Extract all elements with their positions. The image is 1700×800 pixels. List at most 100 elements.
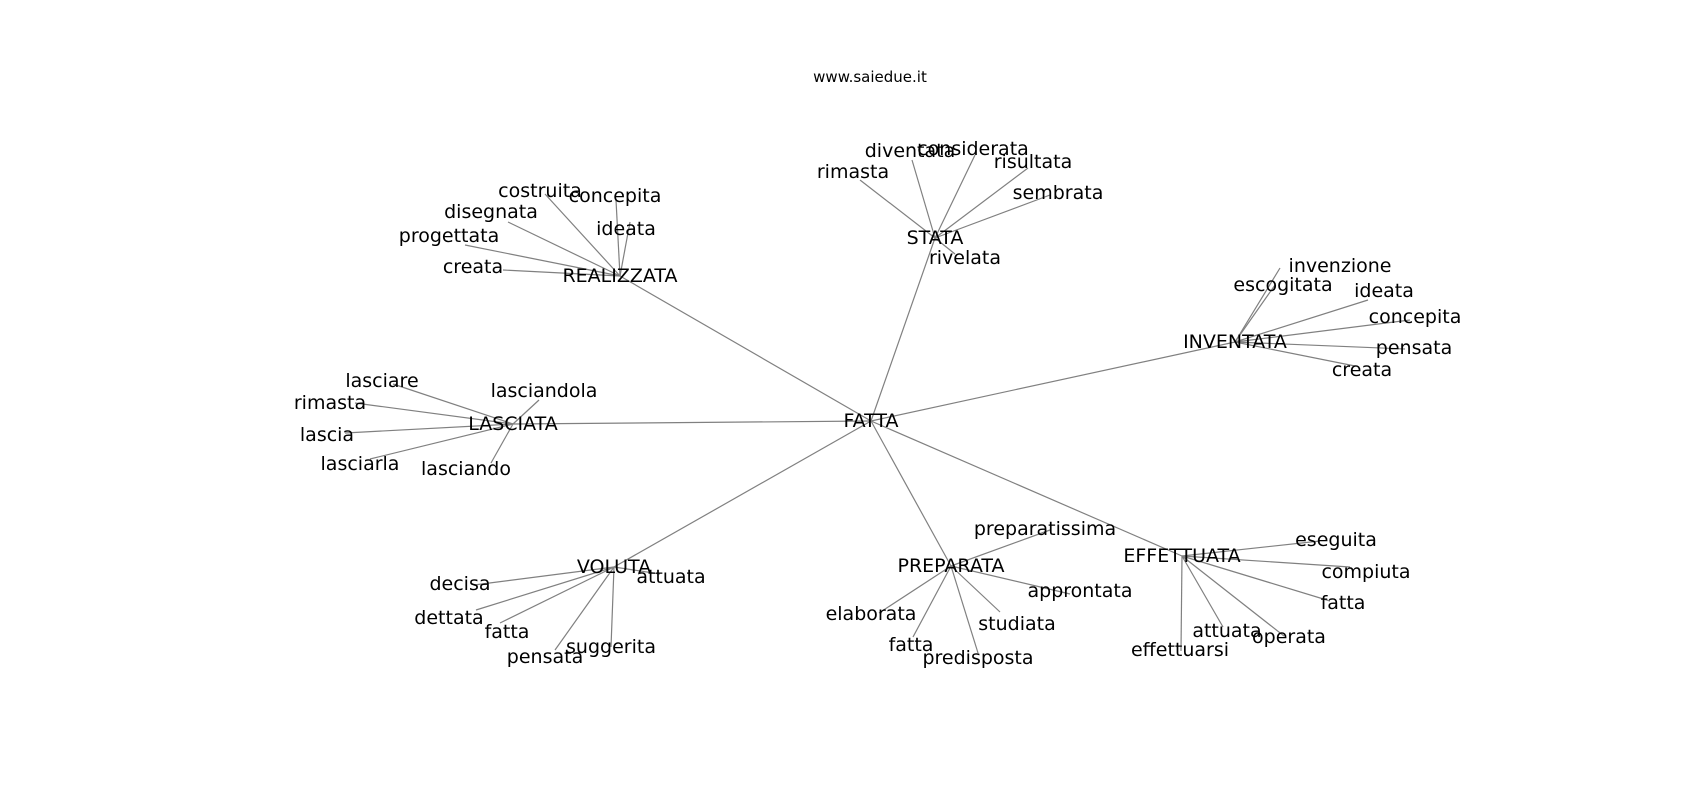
edge-hub-word <box>475 566 615 611</box>
word-node-label: costruita <box>498 180 582 202</box>
edge-hub-word <box>934 154 976 239</box>
edge-hub-word <box>911 159 936 239</box>
word-node-label: effettuarsi <box>1131 639 1229 661</box>
edge-hub-word <box>950 565 1001 613</box>
edge-center-hub <box>613 420 872 568</box>
edge-hub-word <box>392 383 514 425</box>
word-node-label: preparatissima <box>974 518 1116 540</box>
edge-hub-word <box>502 269 621 277</box>
edge-hub-word <box>344 423 514 434</box>
word-node-label: rimasta <box>817 161 889 183</box>
edge-hub-word <box>490 423 514 464</box>
word-node-label: rimasta <box>294 392 366 414</box>
word-node-label: risultata <box>994 151 1073 173</box>
word-node-label: suggerita <box>566 636 656 658</box>
edge-hub-word <box>615 199 621 277</box>
edge-hub-word <box>1234 341 1406 350</box>
word-node-label: concepita <box>569 185 662 207</box>
edge-hub-word <box>1234 319 1411 343</box>
hub-node-label: REALIZZATA <box>562 265 677 287</box>
edge-center-hub <box>619 275 872 422</box>
edge-hub-word <box>554 566 615 651</box>
edge-hub-word <box>1181 555 1224 628</box>
label-layer: FATTASTATArimastadiventataconsiderataris… <box>294 138 1461 669</box>
word-node-label: escogitata <box>1233 274 1332 296</box>
hub-node-label: LASCIATA <box>468 413 558 435</box>
word-node-label: lasciandola <box>491 380 598 402</box>
word-node-label: progettata <box>399 225 499 247</box>
word-node-label: eseguita <box>1295 529 1377 551</box>
edge-hub-word <box>512 399 540 425</box>
edge-hub-word <box>369 423 514 460</box>
edge-center-hub <box>870 420 952 567</box>
hub-node-label: PREPARATA <box>898 555 1005 577</box>
word-node-label: dettata <box>414 607 483 629</box>
edge-hub-word <box>464 244 621 277</box>
word-node-label: lascia <box>300 424 354 446</box>
hub-node-label: EFFETTUATA <box>1123 545 1240 567</box>
edge-center-hub <box>870 420 1183 557</box>
word-node-label: fatta <box>889 634 934 656</box>
edge-hub-word <box>950 565 1071 595</box>
word-node-label: operata <box>1252 626 1326 648</box>
edge-hub-word <box>1234 341 1356 367</box>
edge-hub-word <box>934 237 956 255</box>
site-watermark: www.saiedue.it <box>813 68 927 86</box>
word-node-label: disegnata <box>444 201 538 223</box>
word-node-label: compiuta <box>1321 561 1410 583</box>
hub-node-label: VOLUTA <box>577 556 651 578</box>
edge-hub-word <box>1181 555 1331 602</box>
word-node-label: fatta <box>1321 592 1366 614</box>
word-node-label: concepita <box>1369 306 1462 328</box>
word-node-label: invenzione <box>1289 255 1392 277</box>
word-node-label: lasciare <box>345 370 418 392</box>
word-node-label: decisa <box>429 573 490 595</box>
edge-hub-word <box>1180 555 1183 652</box>
edge-hub-word <box>619 221 631 277</box>
word-node-label: considerata <box>917 138 1029 160</box>
edge-hub-word <box>473 566 615 586</box>
center-node-label: FATTA <box>843 410 898 432</box>
word-node-label: elaborata <box>826 603 917 625</box>
edge-hub-word <box>950 565 979 654</box>
edge-hub-word <box>354 402 514 425</box>
hub-node-label: INVENTATA <box>1183 331 1287 353</box>
word-node-label: pensata <box>1376 337 1452 359</box>
edge-hub-word <box>950 529 1051 567</box>
word-node-label: attuata <box>1192 620 1261 642</box>
edge-hub-word <box>613 566 661 575</box>
edge-hub-word <box>934 194 1051 239</box>
edge-center-hub <box>870 341 1236 422</box>
word-node-label: fatta <box>485 621 530 643</box>
edge-hub-word <box>878 565 952 614</box>
edge-hub-word <box>544 193 621 277</box>
edge-hub-word <box>1234 299 1369 343</box>
word-node-label: attuata <box>636 566 705 588</box>
edge-hub-word <box>507 221 621 277</box>
hub-node-label: STATA <box>907 227 964 249</box>
word-node-label: sembrata <box>1013 182 1104 204</box>
edge-hub-word <box>1181 555 1351 568</box>
edge-center-hub <box>512 420 872 425</box>
word-node-label: rivelata <box>929 247 1001 269</box>
edge-hub-word <box>912 565 952 638</box>
word-node-label: pensata <box>507 646 583 668</box>
word-node-label: studiata <box>978 613 1055 635</box>
edge-layer <box>344 154 1411 654</box>
word-node-label: creata <box>1332 359 1392 381</box>
edge-hub-word <box>1181 555 1285 637</box>
edge-hub-word <box>1234 267 1281 343</box>
word-node-label: lasciando <box>421 458 511 480</box>
word-node-label: predisposta <box>922 647 1033 669</box>
edge-hub-word <box>1234 284 1276 343</box>
word-node-label: diventata <box>865 140 956 162</box>
word-node-label: creata <box>443 256 503 278</box>
word-node-label: approntata <box>1027 580 1132 602</box>
word-node-label: ideata <box>596 218 656 240</box>
word-node-label: lasciarla <box>321 453 400 475</box>
word-node-label: ideata <box>1354 280 1414 302</box>
edge-hub-word <box>859 179 936 239</box>
edge-center-hub <box>870 237 936 422</box>
edge-hub-word <box>934 167 1029 239</box>
